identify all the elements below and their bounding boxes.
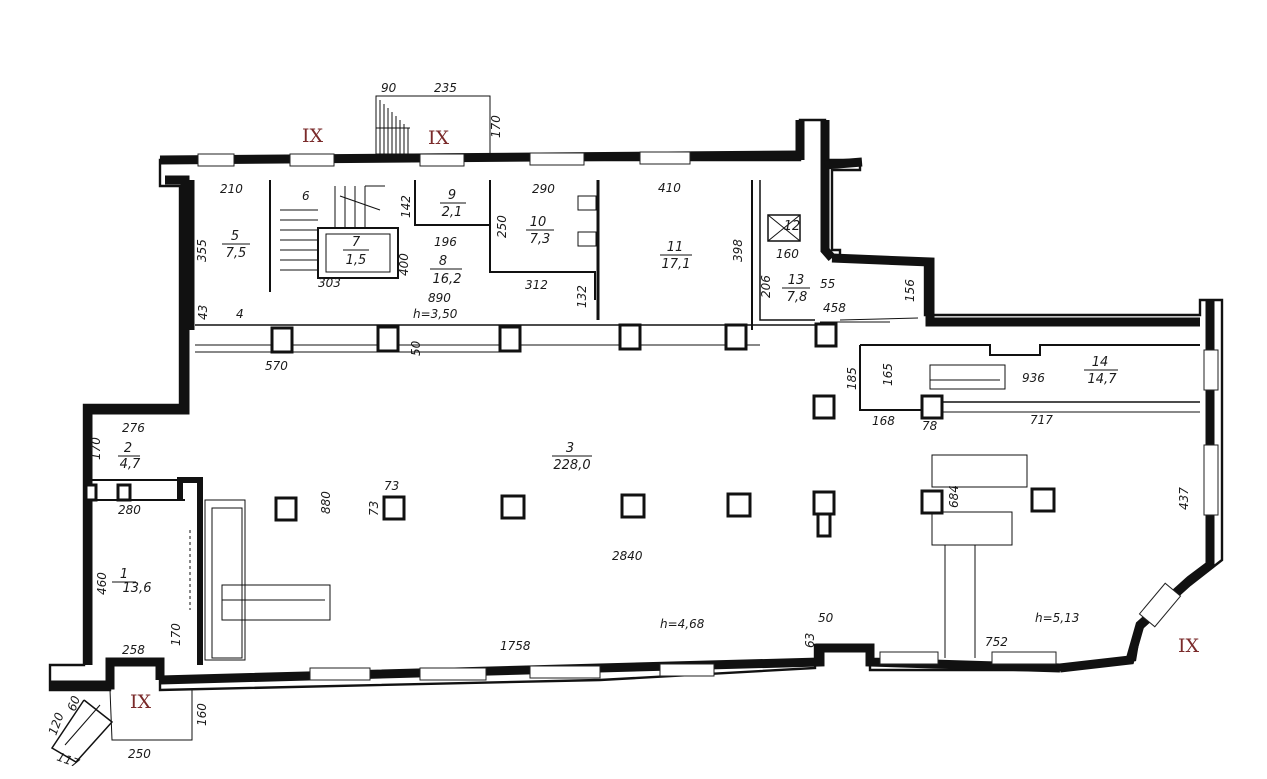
dimension: 206 [759, 275, 773, 298]
dimension: 250 [128, 747, 151, 761]
dimension: 2840 [612, 549, 643, 563]
dimension: 196 [434, 235, 457, 249]
dimension: 55 [820, 277, 835, 291]
top-entrance [375, 95, 491, 155]
room-number: 2 [124, 441, 132, 456]
dimension: 60 [65, 694, 84, 713]
dimension: 250 [495, 215, 509, 238]
room-number: 10 [530, 215, 547, 230]
dimension: 43 [196, 305, 210, 320]
dimension: 132 [575, 285, 589, 308]
dimension: 290 [532, 182, 555, 196]
dimension: 280 [118, 503, 141, 517]
pillars [270, 322, 1056, 538]
dimension: 717 [1030, 413, 1053, 427]
windows [197, 151, 1219, 681]
dimension: 73 [384, 479, 399, 493]
section-mark-middle-top: IX [428, 127, 450, 149]
room-number: 7 [352, 235, 361, 250]
dimension: 570 [265, 359, 288, 373]
dimension: 410 [658, 181, 681, 195]
room-area: 7,8 [787, 290, 808, 305]
room-number: 13 [788, 273, 805, 288]
section-mark-left-bottom: IX [130, 691, 152, 713]
dimension: 168 [872, 414, 895, 428]
partitions [84, 180, 1200, 661]
section-mark-left-top: IX [302, 125, 324, 147]
dimension: 63 [803, 633, 817, 648]
dimension: 458 [823, 301, 846, 315]
ceiling-height: h=5,13 [1035, 611, 1079, 625]
dimension: 398 [731, 239, 745, 262]
room-area: 228,0 [553, 458, 590, 473]
dimension-labels: 90 235 170 210 6 142 290 410 355 250 196… [46, 81, 1191, 771]
dimension: 437 [1177, 487, 1191, 510]
dimension: 50 [409, 340, 423, 356]
dimension: 170 [169, 623, 183, 646]
dimension: 90 [381, 81, 397, 95]
dimension: 142 [399, 195, 413, 218]
room-labels: 1 13,6 2 4,7 3 228,0 5 7,5 7 1,5 8 16,2 … [112, 188, 1118, 596]
ceiling-height: h=4,68 [660, 617, 705, 631]
room-number: 3 [566, 441, 574, 456]
room-number: 11 [667, 240, 684, 255]
dimension: 312 [525, 278, 548, 292]
ceiling-height: h=3,50 [413, 307, 458, 321]
room-area: 13,6 [123, 581, 152, 596]
room-number: 9 [448, 188, 456, 203]
dimension: 355 [195, 239, 209, 262]
room-area: 14,7 [1088, 372, 1118, 387]
room-number: 14 [1092, 355, 1109, 370]
dimension: 165 [881, 363, 895, 386]
dimension: 185 [845, 367, 859, 390]
room-number: 12 [784, 219, 801, 234]
dimension: 160 [195, 703, 209, 726]
dimension: 752 [985, 635, 1008, 649]
room-area: 2,1 [442, 205, 463, 220]
room-number: 1 [120, 567, 128, 582]
room-area: 4,7 [120, 457, 141, 472]
dimension: 50 [818, 611, 834, 625]
dimension: 258 [122, 643, 145, 657]
dimension: 303 [318, 276, 341, 290]
stairs [280, 185, 385, 271]
room-area: 17,1 [662, 257, 691, 272]
section-mark-right-bottom: IX [1178, 635, 1200, 657]
dimension: 170 [89, 437, 103, 460]
dimension: 156 [903, 279, 917, 302]
dimension: 400 [397, 253, 411, 276]
dimension: 4 [236, 307, 244, 321]
dimension: 235 [434, 81, 457, 95]
room-number: 8 [439, 254, 447, 269]
dimension: 1758 [500, 639, 531, 653]
room-number: 5 [231, 229, 239, 244]
dimension: 6 [302, 189, 310, 203]
outer-walls [48, 118, 1224, 692]
dimension: 880 [319, 491, 333, 514]
dimension: 78 [922, 419, 938, 433]
dimension: 276 [122, 421, 145, 435]
dimension: 890 [428, 291, 451, 305]
room-area: 7,3 [530, 232, 551, 247]
dimension: 73 [367, 501, 381, 516]
dimension: 936 [1022, 371, 1045, 385]
room-area: 16,2 [433, 272, 462, 287]
dimension: 120 [46, 710, 67, 737]
dimension: 460 [95, 572, 109, 595]
bottom-porch [50, 689, 193, 763]
dimension: 170 [489, 115, 503, 138]
dimension: 210 [220, 182, 243, 196]
room-area: 7,5 [226, 246, 247, 261]
dimension: 160 [776, 247, 799, 261]
dimension: 684 [947, 485, 961, 508]
room-area: 1,5 [346, 253, 367, 268]
